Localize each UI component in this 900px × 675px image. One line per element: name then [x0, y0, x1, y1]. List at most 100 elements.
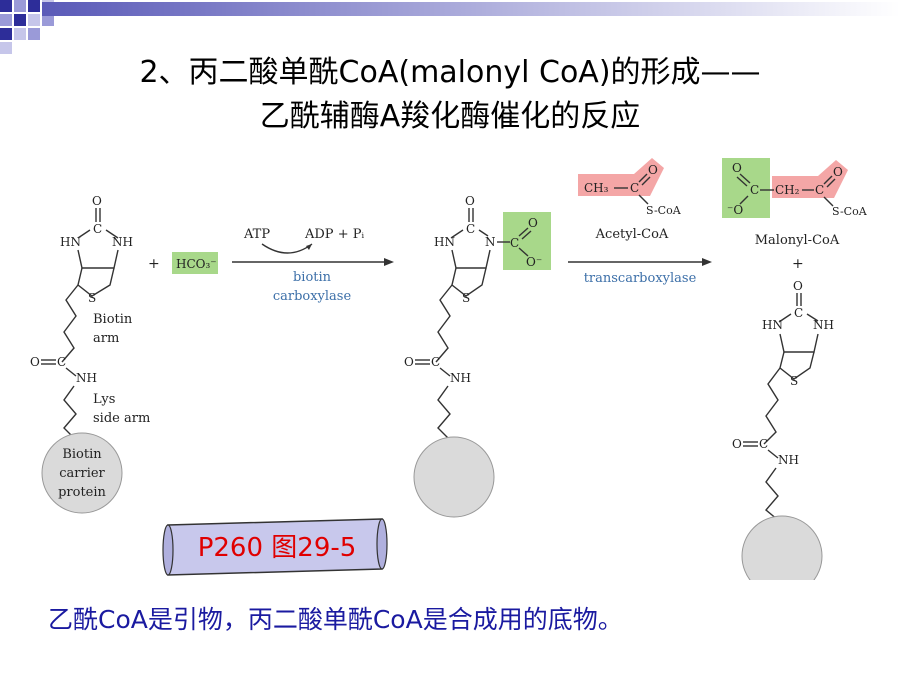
carrier-label-1: Biotin	[62, 447, 102, 462]
bond	[435, 284, 453, 363]
lys-arm-label-1: Lys	[93, 392, 115, 407]
bond	[63, 385, 77, 441]
bond	[77, 229, 91, 239]
slide-title-line2: 乙酰辅酶A羧化酶催化的反应	[259, 99, 641, 134]
malonyl-coa: O C ⁻O CH₂ C O S-CoA Malonyl-CoA +	[722, 158, 868, 272]
plus-sign-1: +	[148, 256, 160, 272]
malonyl-acyl-highlight	[772, 160, 848, 198]
bond	[763, 367, 781, 445]
bond	[521, 230, 532, 240]
malonylcoa-label: Malonyl-CoA	[755, 233, 840, 248]
atp-label: ATP	[243, 227, 270, 242]
amide-nh-left: NH	[76, 371, 97, 385]
bond	[518, 247, 529, 257]
amide-c-mid: C	[431, 355, 440, 369]
ring-c-mid: C	[466, 222, 475, 236]
bond	[806, 313, 819, 322]
bond	[451, 249, 491, 269]
bond	[451, 267, 487, 297]
acetyl-highlight	[578, 158, 664, 196]
ring-o-left: O	[92, 194, 102, 208]
bicarbonate-label: HCO₃⁻	[176, 257, 217, 271]
carrier-protein-circle	[41, 432, 123, 514]
ring-c-left: C	[93, 222, 102, 236]
ring-nh-left: NH	[112, 235, 133, 249]
bond	[779, 333, 819, 353]
malonyl-o-right: O	[833, 165, 843, 179]
ring-o-right: O	[793, 279, 803, 293]
reaction-arrow-1: ATP ADP + Pᵢ biotin carboxylase	[232, 227, 394, 304]
malonyl-o-top: O	[732, 161, 742, 175]
arrowhead-2	[702, 258, 712, 266]
reference-scroll	[162, 518, 388, 576]
enzyme1-label-2: carboxylase	[273, 289, 352, 304]
acetyl-coa: CH₃ C O S-CoA Acetyl-CoA	[578, 158, 682, 242]
bicarbonate-highlight	[172, 252, 218, 274]
slide-title-line1: 2、丙二酸单酰CoA(malonyl CoA)的形成——	[139, 55, 761, 90]
ring-o-mid: O	[465, 194, 475, 208]
carrier-protein-circle-right	[741, 515, 823, 580]
adp-pi-label: ADP + Pᵢ	[304, 227, 364, 242]
bond	[77, 267, 115, 297]
carboxyl-o: O	[528, 216, 538, 230]
reaction-arrow-2: transcarboxylase	[568, 258, 712, 286]
carboxyl-ominus: O⁻	[526, 255, 542, 269]
bond	[450, 229, 464, 239]
ring-s-left: S	[88, 291, 96, 305]
carrier-label-3: protein	[58, 485, 106, 500]
reference-label: P260 图29-5	[197, 533, 357, 563]
amide-nh-right: NH	[778, 453, 799, 467]
ring-nh-right: NH	[813, 318, 834, 332]
bond	[518, 227, 529, 237]
malonyl-scoa: S-CoA	[832, 205, 868, 218]
ring-hn-right: HN	[762, 318, 783, 332]
amide-o-mid: O	[404, 355, 414, 369]
acetylcoa-label: Acetyl-CoA	[595, 227, 669, 242]
malonyl-carboxyl-highlight	[722, 158, 770, 218]
atp-curve	[261, 243, 313, 254]
bond	[778, 313, 792, 323]
lys-arm-label-2: side arm	[93, 411, 150, 426]
amide-o-left: O	[30, 355, 40, 369]
carboxyl-highlight	[503, 212, 551, 270]
slide-note: 乙酰CoA是引物，丙二酸单酰CoA是合成用的底物。	[48, 605, 623, 634]
bond	[823, 196, 834, 207]
carrier-label-2: carrier	[59, 466, 105, 481]
bond	[105, 229, 119, 239]
biotin-arm-label-1: Biotin	[93, 312, 133, 327]
ring-n-mid: N	[485, 235, 496, 249]
bond	[77, 249, 119, 269]
bond	[779, 351, 815, 380]
ring-hn-mid: HN	[434, 235, 455, 249]
bond	[767, 449, 779, 459]
bond	[823, 175, 833, 185]
acetyl-ch3: CH₃	[584, 181, 609, 195]
curve-arrowhead	[306, 244, 312, 250]
acetyl-o: O	[648, 163, 658, 177]
acetyl-scoa: S-CoA	[646, 204, 682, 217]
enzyme1-label-1: biotin	[293, 270, 332, 285]
carboxyl-c: C	[510, 236, 519, 250]
carrier-protein-circle-mid	[413, 436, 495, 518]
bond	[739, 195, 749, 205]
bond	[65, 367, 77, 377]
ring-c-right: C	[794, 306, 803, 320]
bond	[439, 367, 451, 377]
bond	[437, 385, 451, 441]
arrowhead-1	[384, 258, 394, 266]
amide-c-left: C	[57, 355, 66, 369]
bond	[739, 173, 751, 184]
malonyl-ominus: ⁻O	[727, 203, 743, 217]
malonyl-c1: C	[750, 183, 759, 197]
biotin-arm-label-2: arm	[93, 331, 119, 346]
malonyl-ch2: CH₂	[775, 183, 800, 197]
amide-c-right: C	[759, 437, 768, 451]
biotin-left: O C HN NH S O C NH Biotin arm Lys side a…	[30, 194, 150, 514]
carboxybiotin-middle: O C HN N S C O O⁻ O C NH	[404, 194, 551, 518]
enzyme2-label: transcarboxylase	[584, 271, 697, 286]
bond	[641, 176, 651, 186]
bond	[826, 178, 836, 188]
bond	[736, 176, 748, 187]
ring-s-right: S	[790, 374, 798, 388]
malonyl-c2: C	[815, 183, 824, 197]
